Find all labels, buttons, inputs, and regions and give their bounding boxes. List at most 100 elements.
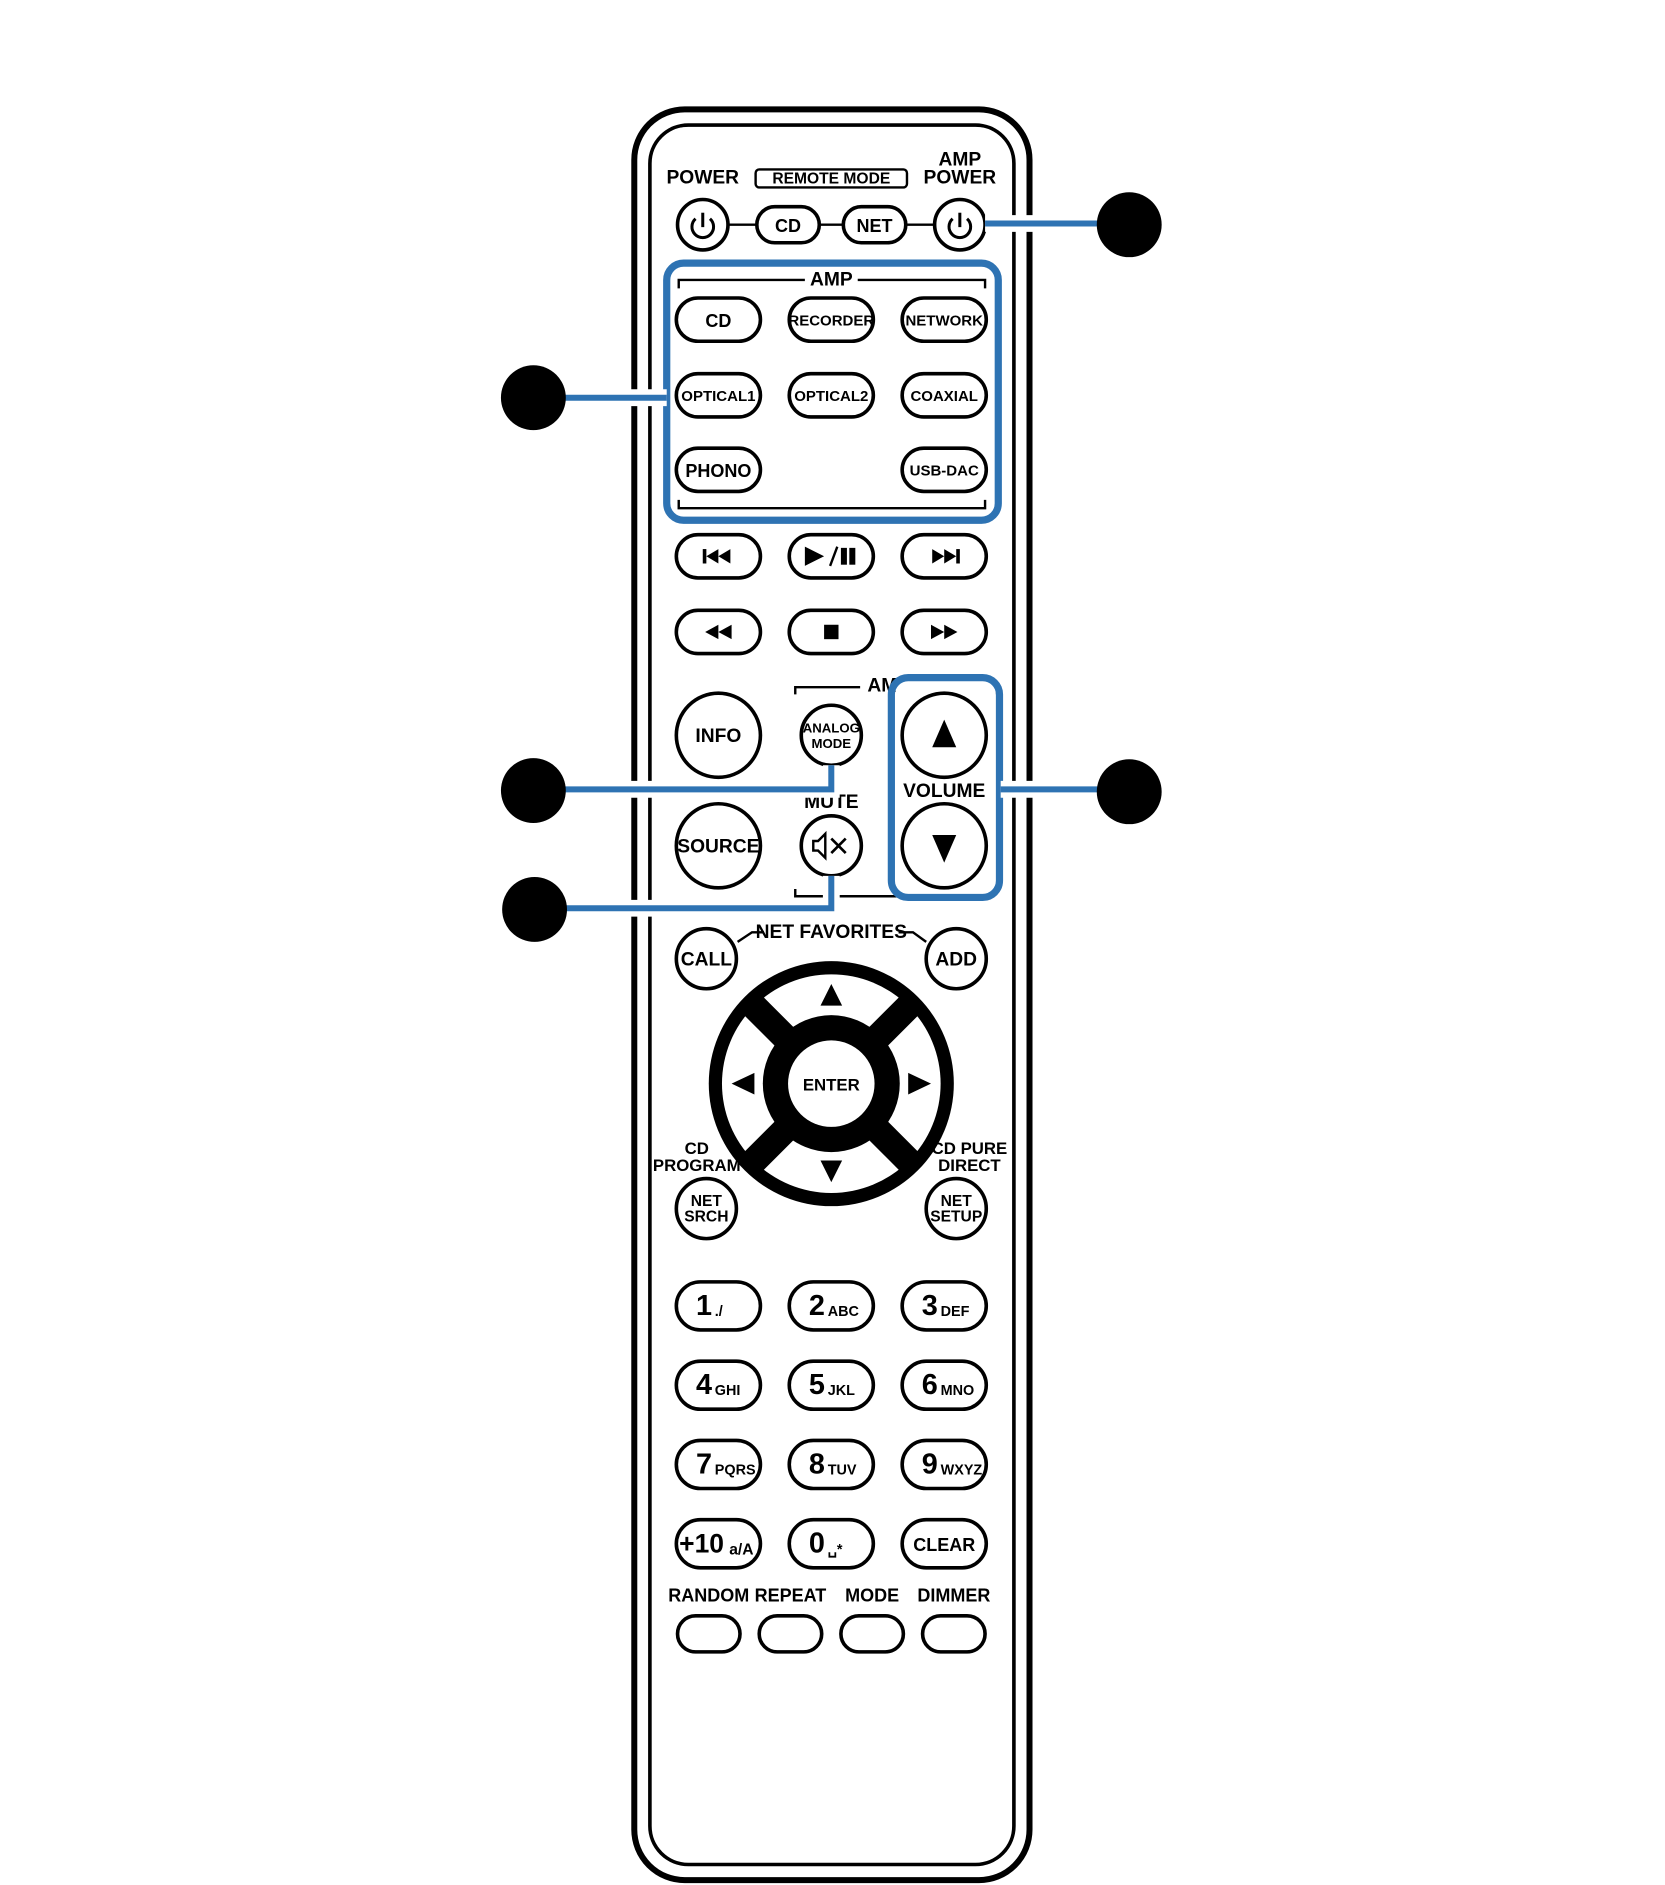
key-8-main-label: 8 <box>809 1448 825 1480</box>
source-button[interactable]: SOURCE <box>674 801 763 890</box>
volume-down-button[interactable] <box>900 801 989 890</box>
dpad-right-arrow-icon <box>908 1072 932 1095</box>
remote-mode-cd-button[interactable]: CD <box>755 204 822 245</box>
key-6-main-label: 6 <box>922 1369 938 1401</box>
mute-button[interactable] <box>799 813 864 878</box>
key-2-button-outline <box>787 1280 876 1332</box>
input-optical2-label: OPTICAL2 <box>794 388 868 405</box>
dpad-right-button[interactable] <box>882 1007 939 1160</box>
remote-mode-net-button[interactable]: NET <box>841 204 908 245</box>
key-7-button-outline <box>674 1438 763 1491</box>
enter-button-face <box>788 1040 875 1127</box>
dpad-left-arrow-icon <box>731 1072 755 1095</box>
dpad-down-arrow-icon <box>820 1160 843 1183</box>
mute-button-outline <box>799 813 864 878</box>
key-0-button-outline <box>787 1517 876 1570</box>
highlight-volume <box>887 674 1004 902</box>
input-coaxial-label: COAXIAL <box>910 388 978 405</box>
callout-2-line <box>564 765 835 793</box>
mode-button[interactable] <box>839 1614 906 1654</box>
repeat-button[interactable] <box>757 1614 824 1654</box>
info-button[interactable]: INFO <box>674 691 763 780</box>
key-4-sub-label: GHI <box>715 1383 741 1399</box>
skip-back-icon <box>702 549 731 564</box>
power-button[interactable] <box>675 197 730 252</box>
rewind-button[interactable] <box>674 608 763 656</box>
dpad-up-button[interactable] <box>755 976 908 1033</box>
key-4-button-outline <box>674 1359 763 1412</box>
power-icon <box>947 212 973 240</box>
input-recorder-button[interactable]: RECORDER <box>787 296 876 344</box>
info-label: INFO <box>695 726 741 747</box>
input-coaxial-button[interactable]: COAXIAL <box>900 371 989 419</box>
dpad-left-button[interactable] <box>723 1007 780 1160</box>
callout-circle <box>500 758 566 823</box>
input-phono-button[interactable]: PHONO <box>674 446 763 494</box>
enter-button[interactable]: ENTER <box>788 1040 875 1127</box>
input-cd-label: CD <box>705 311 731 331</box>
skip-back-button[interactable] <box>674 532 763 580</box>
directional-pad: ENTER <box>708 961 954 1207</box>
mode-button-outline <box>839 1614 906 1654</box>
callout-circle <box>500 365 566 431</box>
input-usb-dac-label: USB-DAC <box>910 462 979 479</box>
input-optical2-button[interactable]: OPTICAL2 <box>787 371 876 419</box>
remote-mode-label: REMOTE MODE <box>772 171 890 188</box>
key-0-button[interactable]: 0␣* <box>787 1517 876 1570</box>
repeat-button-outline <box>757 1614 824 1654</box>
volume-label: VOLUME <box>903 781 985 802</box>
input-optical1-button[interactable]: OPTICAL1 <box>674 371 763 419</box>
fast-forward-button[interactable] <box>900 608 989 656</box>
callout-number: 1 <box>520 374 547 427</box>
amp-power-button[interactable] <box>932 197 987 252</box>
dpad-down-button[interactable] <box>755 1135 908 1192</box>
random-button-outline <box>675 1614 742 1654</box>
source-label: SOURCE <box>677 836 759 857</box>
remote-mode-label-box: REMOTE MODE <box>754 168 909 189</box>
skip-forward-button[interactable] <box>900 532 989 580</box>
input-coaxial-button-outline <box>900 371 989 419</box>
key-1-button[interactable]: 1./ <box>674 1280 763 1332</box>
call-button[interactable]: CALL <box>674 926 739 991</box>
fast-forward-icon <box>931 624 958 640</box>
callout-marker-4: 4 <box>1096 192 1162 258</box>
input-cd-button[interactable]: CD <box>674 296 763 344</box>
add-button[interactable]: ADD <box>924 926 989 991</box>
volume-down-arrow-icon <box>932 834 957 863</box>
dimmer-button[interactable] <box>920 1614 987 1654</box>
key-9-main-label: 9 <box>922 1448 938 1480</box>
random-button[interactable] <box>675 1614 742 1654</box>
key-8-button-outline <box>787 1438 876 1491</box>
input-network-button[interactable]: NETWORK <box>900 296 989 344</box>
input-recorder-label: RECORDER <box>788 312 874 329</box>
key-2-sub-label: ABC <box>828 1304 860 1320</box>
input-recorder-button-outline <box>787 296 876 344</box>
stop-button[interactable] <box>787 608 876 656</box>
key-clear-button[interactable]: CLEAR <box>900 1517 989 1570</box>
cd-program-label-line1: CD <box>685 1139 709 1158</box>
volume-up-button[interactable] <box>900 691 989 780</box>
play-pause-icon <box>804 546 856 567</box>
key-6-sub-label: MNO <box>941 1383 975 1399</box>
play-pause-button[interactable] <box>787 532 876 580</box>
input-network-button-outline <box>900 296 989 344</box>
net-setup-label-line2: SETUP <box>930 1208 982 1225</box>
key-7-main-label: 7 <box>696 1448 712 1480</box>
input-usb-dac-button[interactable]: USB-DAC <box>900 446 989 494</box>
input-network-label: NETWORK <box>905 312 983 329</box>
callout-marker-2: 2 <box>500 758 566 823</box>
call-label: CALL <box>681 949 732 970</box>
